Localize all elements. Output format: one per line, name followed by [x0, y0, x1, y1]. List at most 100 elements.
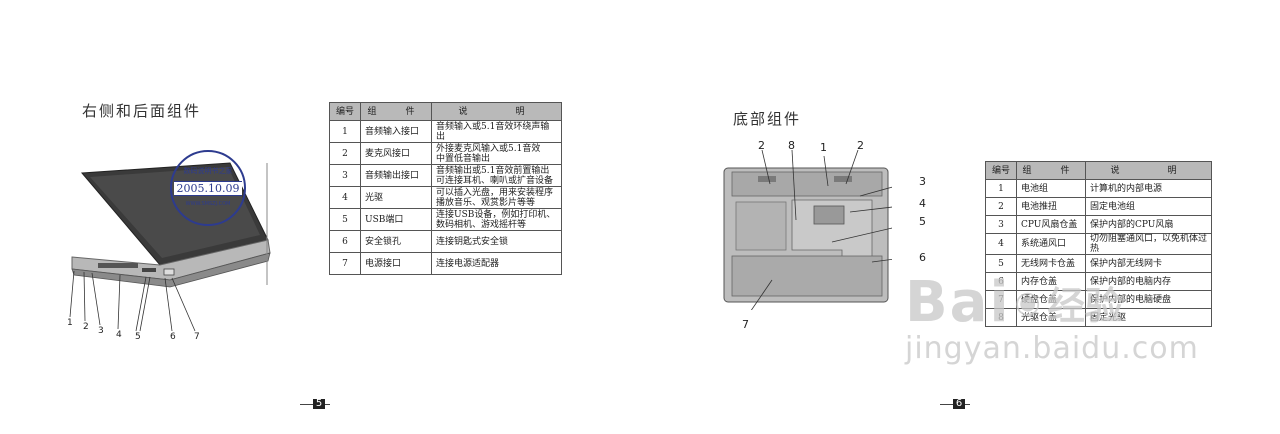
- desc-line: 连接USB设备，例如打印机、: [436, 209, 556, 220]
- row-number: 3: [329, 164, 361, 187]
- stamp-bottom-text: WWW.SMSZJ.COM: [185, 201, 231, 207]
- row-number: 2: [329, 142, 361, 165]
- row-number: 1: [985, 179, 1017, 198]
- row-component: 电池推扭: [1016, 197, 1086, 216]
- row-component: 音频输入接口: [360, 120, 432, 143]
- callout-number: 7: [194, 332, 200, 342]
- desc-line: 连接电源适配器: [436, 258, 500, 269]
- callout-number: 1: [820, 141, 827, 154]
- callout-number: 5: [919, 215, 926, 228]
- row-number: 5: [329, 208, 361, 231]
- row-component: 系统通风口: [1016, 233, 1086, 255]
- row-component: 安全锁孔: [360, 230, 432, 253]
- paw-icon: ◉: [1014, 285, 1041, 320]
- header-description: 说 明: [431, 102, 562, 121]
- desc-line: 播放音乐、观赏影片等等: [436, 197, 536, 208]
- row-description: 计算机的内部电源: [1085, 179, 1212, 198]
- desc-line: 连接钥匙式安全锁: [436, 236, 509, 247]
- row-component: USB端口: [360, 208, 432, 231]
- date-stamp: 数码说明书之家 2005.10.09 WWW.SMSZJ.COM: [170, 150, 246, 226]
- row-description: 固定光驱: [1085, 308, 1212, 327]
- row-component: 电源接口: [360, 252, 432, 275]
- row-description: 音频输入或5.1音效环绕声输出: [431, 120, 562, 143]
- row-description: 连接电源适配器: [431, 252, 562, 275]
- page-number: 6: [953, 399, 965, 409]
- stamp-top-text: 数码说明书之家: [183, 167, 233, 175]
- row-number: 3: [985, 215, 1017, 234]
- desc-line: 音频输入或5.1音效环绕声输出: [436, 121, 550, 142]
- row-description: 切勿阻塞通风口，以免机体过热: [1085, 233, 1212, 255]
- callout-number: 2: [83, 322, 89, 332]
- table-header-row: 编号 组 件 说 明: [985, 161, 1212, 180]
- callout-number: 7: [742, 318, 749, 331]
- desc-line: 可连接耳机、喇叭或扩音设备: [436, 175, 554, 186]
- row-number: 4: [329, 186, 361, 209]
- row-description: 固定电池组: [1085, 197, 1212, 216]
- left-page-title: 右侧和后面组件: [82, 102, 202, 120]
- callout-number: 2: [857, 139, 864, 152]
- watermark-logo-text: Bai: [905, 270, 1011, 335]
- header-number: 编号: [329, 102, 361, 121]
- row-description: 可以插入光盘，用来安装程序播放音乐、观赏影片等等: [431, 186, 562, 209]
- desc-line: 外接麦克风输入或5.1音效: [436, 143, 541, 154]
- callout-number: 8: [788, 139, 795, 152]
- header-component: 组 件: [360, 102, 432, 121]
- row-number: 4: [985, 233, 1017, 255]
- stamp-date: 2005.10.09: [174, 181, 242, 196]
- baidu-jingyan-watermark: Bai ◉ 经验 jingyan.baidu.com: [905, 270, 1199, 366]
- row-description: 保护内部的CPU风扇: [1085, 215, 1212, 234]
- callout-number: 4: [919, 197, 926, 210]
- row-number: 7: [329, 252, 361, 275]
- row-description: 连接USB设备，例如打印机、数码相机、游戏摇杆等: [431, 208, 562, 231]
- watermark-url: jingyan.baidu.com: [905, 331, 1199, 366]
- table-header-row: 编号 组 件 说 明: [329, 102, 562, 121]
- laptop-bottom-illustration: [723, 150, 892, 310]
- callout-number: 4: [116, 330, 122, 340]
- callout-number: 2: [758, 139, 765, 152]
- row-component: 麦克风接口: [360, 142, 432, 165]
- desc-line: 中置低音输出: [436, 153, 491, 164]
- desc-line: 数码相机、游戏摇杆等: [436, 219, 527, 230]
- row-number: 1: [329, 120, 361, 143]
- header-component: 组 件: [1016, 161, 1086, 180]
- row-component: 光驱: [360, 186, 432, 209]
- row-component: 音频输出接口: [360, 164, 432, 187]
- callout-number: 3: [98, 326, 104, 336]
- row-description: 音频输出或5.1音效前置输出可连接耳机、喇叭或扩音设备: [431, 164, 562, 187]
- callout-number: 3: [919, 175, 926, 188]
- callout-number: 6: [919, 251, 926, 264]
- callout-number: 1: [67, 318, 73, 328]
- row-number: 2: [985, 197, 1017, 216]
- header-description: 说 明: [1085, 161, 1212, 180]
- row-number: 6: [329, 230, 361, 253]
- watermark-logo-suffix: 经验: [1046, 284, 1123, 328]
- row-description: 连接钥匙式安全锁: [431, 230, 562, 253]
- right-page-title: 底部组件: [733, 110, 802, 128]
- desc-line: 音频输出或5.1音效前置输出: [436, 165, 550, 176]
- header-number: 编号: [985, 161, 1017, 180]
- row-number: 8: [985, 308, 1017, 327]
- row-component: CPU风扇仓盖: [1016, 215, 1086, 234]
- row-component: 电池组: [1016, 179, 1086, 198]
- row-description: 外接麦克风输入或5.1音效中置低音输出: [431, 142, 562, 165]
- desc-line: 可以插入光盘，用来安装程序: [436, 187, 554, 198]
- callout-number: 6: [170, 332, 176, 342]
- page-number: 5: [313, 399, 325, 409]
- callout-number: 5: [135, 332, 141, 342]
